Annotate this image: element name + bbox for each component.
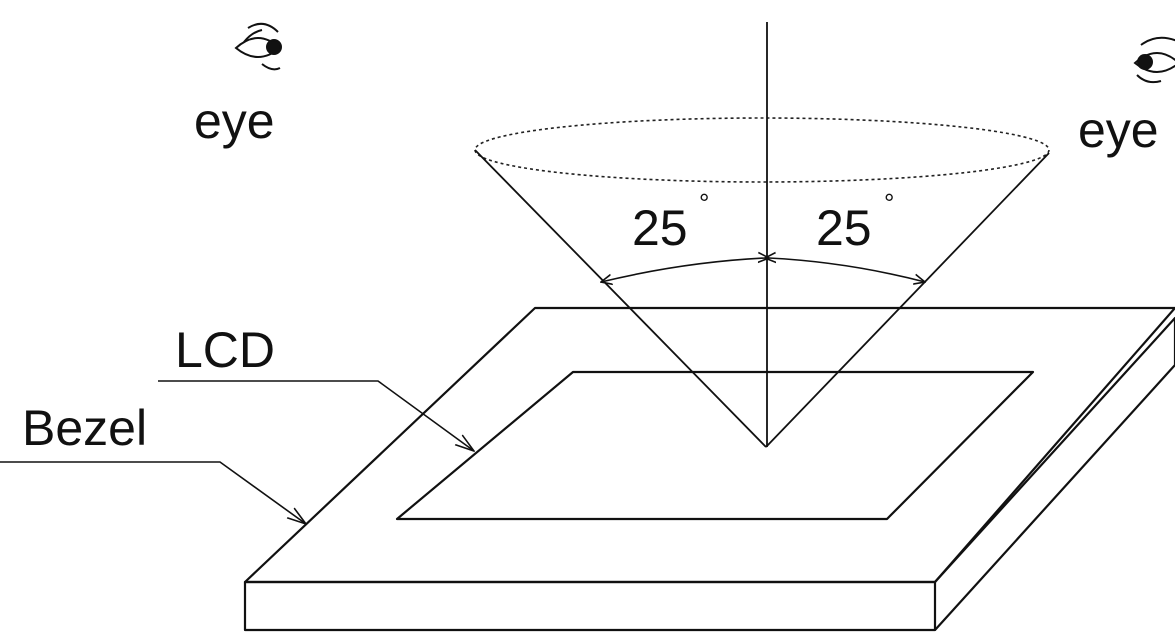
- eye-icon: [234, 22, 282, 71]
- cone-side-left: [474, 149, 767, 448]
- angle-right-degree: °: [884, 188, 894, 218]
- bezel-label: Bezel: [22, 400, 147, 456]
- angle-label-left: 25 °: [632, 188, 709, 256]
- eye-left-label: eye: [194, 93, 275, 149]
- bezel-top-face: [243, 306, 1175, 584]
- cone-rim: [474, 117, 1050, 183]
- eye-left: eye: [194, 22, 282, 149]
- angle-label-right: 25 °: [816, 188, 894, 256]
- cone-side-right: [765, 152, 1050, 448]
- bezel-leader-line: [0, 461, 306, 524]
- lcd-leader-line: [158, 380, 474, 451]
- angle-left-value: 25: [632, 200, 688, 256]
- eye-right: eye: [1078, 36, 1175, 158]
- bezel-front-face: [243, 580, 937, 632]
- lcd-callout: LCD: [158, 322, 474, 451]
- viewing-cone: [474, 22, 1050, 448]
- lcd-label: LCD: [175, 322, 275, 378]
- bezel-side-face: [934, 316, 1175, 631]
- angle-left-degree: °: [699, 188, 709, 218]
- eye-icon: [1133, 36, 1175, 84]
- bezel-callout: Bezel: [0, 400, 306, 524]
- bezel-slab: [243, 306, 1175, 632]
- eye-right-label: eye: [1078, 102, 1159, 158]
- angle-arc-left: [601, 258, 765, 282]
- lcd-panel: [395, 370, 1035, 521]
- angle-arc-right: [769, 258, 925, 282]
- angle-right-value: 25: [816, 200, 872, 256]
